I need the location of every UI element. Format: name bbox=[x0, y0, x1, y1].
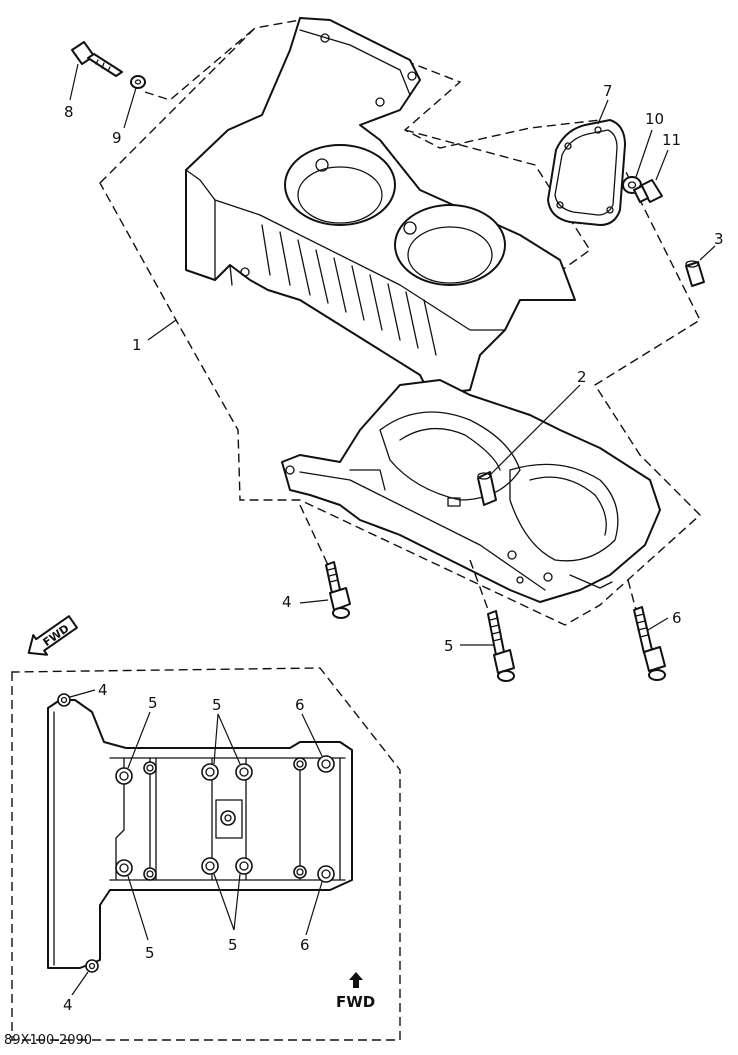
upper-crankcase bbox=[185, 17, 576, 396]
inset-label-5-left-top: 5 bbox=[148, 694, 158, 712]
lower-crankcase bbox=[281, 379, 661, 603]
dowel-pin-2: 2 bbox=[477, 368, 587, 506]
inset-label-6-bottom: 6 bbox=[300, 936, 310, 954]
label-5: 5 bbox=[444, 637, 454, 655]
label-3: 3 bbox=[714, 230, 724, 248]
cover-plate-7: 7 bbox=[547, 82, 626, 226]
washer-10: 10 bbox=[622, 110, 664, 194]
label-1: 1 bbox=[132, 336, 142, 354]
bolt-6: 6 bbox=[627, 579, 682, 681]
inset-fwd-text: FWD bbox=[336, 993, 375, 1011]
inset-fwd-arrow-icon bbox=[349, 972, 363, 988]
bolt-8: 8 bbox=[64, 41, 123, 121]
label-8: 8 bbox=[64, 103, 74, 121]
inset-label-5-center-bottom: 5 bbox=[228, 936, 238, 954]
assembly-boundary-upper bbox=[99, 19, 702, 626]
washer-9: 9 bbox=[112, 27, 256, 147]
label-10: 10 bbox=[645, 110, 664, 128]
bolt-5: 5 bbox=[444, 559, 515, 682]
label-7: 7 bbox=[603, 82, 613, 100]
bolt-4: 4 bbox=[282, 504, 351, 619]
inset-bolt-layout: 4 5 5 6 5 5 6 4 FWD bbox=[11, 667, 401, 1041]
label-11: 11 bbox=[662, 131, 681, 149]
diagram-code: 89X100-2090 bbox=[4, 1033, 92, 1048]
inset-label-6-top: 6 bbox=[295, 696, 305, 714]
label-6: 6 bbox=[672, 609, 682, 627]
fwd-arrow-badge: FWD bbox=[27, 615, 78, 656]
plug-11: 11 bbox=[633, 131, 681, 203]
dowel-pin-3: 3 bbox=[685, 230, 724, 287]
label-4: 4 bbox=[282, 593, 292, 611]
inset-label-4-top: 4 bbox=[98, 681, 108, 699]
inset-label-4-bottom: 4 bbox=[63, 996, 73, 1014]
inset-label-5-center-top: 5 bbox=[212, 696, 222, 714]
inset-label-5-left-bottom: 5 bbox=[145, 944, 155, 962]
label-9: 9 bbox=[112, 129, 122, 147]
label-2: 2 bbox=[577, 368, 587, 386]
